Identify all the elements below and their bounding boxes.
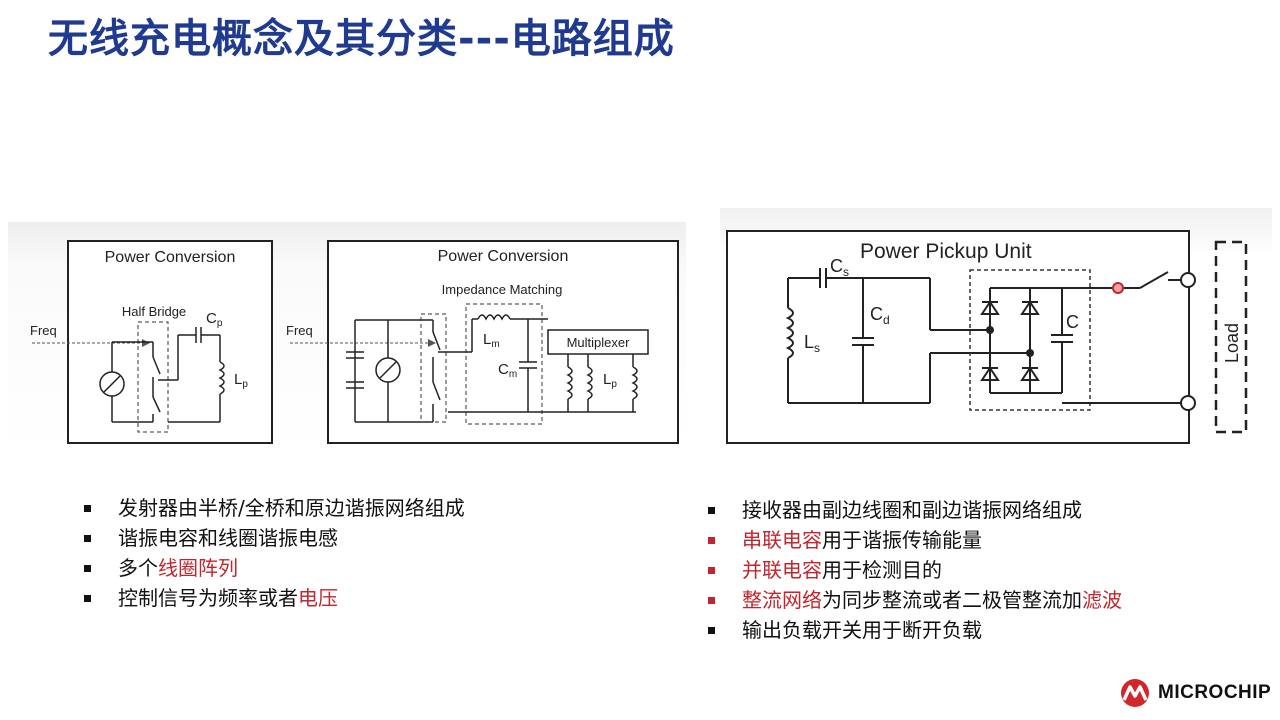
receiver-circuit-svg: Power Pickup Unit Ls Cs Cd xyxy=(726,230,1248,444)
impedance-matching-label: Impedance Matching xyxy=(442,282,563,297)
impedance-matching-box xyxy=(465,303,543,425)
terminal-bottom xyxy=(1180,395,1196,411)
receiver-bullet-list: 接收器由副边线圈和副边谐振网络组成 串联电容用于谐振传输能量 并联电容用于检测目… xyxy=(708,495,1122,645)
bullet-square-icon xyxy=(84,535,91,542)
ls-label: Ls xyxy=(804,332,820,355)
diode-icon-3 xyxy=(980,366,1000,381)
microchip-logo: MICROCHIP xyxy=(1118,676,1271,710)
cd-label: Cd xyxy=(870,304,890,327)
list-item: 发射器由半桥/全桥和原边谐振网络组成 xyxy=(84,493,465,523)
power-pickup-unit-box xyxy=(726,230,1190,444)
slide-title: 无线充电概念及其分类---电路组成 xyxy=(48,16,675,62)
output-switch xyxy=(1139,271,1169,289)
half-bridge-box xyxy=(137,321,169,433)
bullet-square-icon xyxy=(708,627,715,634)
diode-icon-4 xyxy=(1020,366,1040,381)
multiplexer-block xyxy=(547,329,649,355)
highlight-text: 整流网络 xyxy=(742,588,822,612)
transmitter-circuit-svg: Power Conversion Half Bridge Freq Cp Lp xyxy=(30,240,679,444)
list-item: 整流网络为同步整流或者二极管整流加滤波 xyxy=(708,585,1122,615)
inductor-icon-1 xyxy=(218,361,225,395)
highlight-text: 串联电容 xyxy=(742,528,822,552)
load-label: Load xyxy=(1222,323,1242,363)
cursor-dot-icon xyxy=(1112,282,1124,294)
list-item: 控制信号为频率或者电压 xyxy=(84,583,465,613)
rectifier-box xyxy=(969,269,1091,411)
bullet-square-icon xyxy=(84,595,91,602)
half-bridge-label: Half Bridge xyxy=(122,304,186,319)
transmitter-bullet-list: 发射器由半桥/全桥和原边谐振网络组成 谐振电容和线圈谐振电感 多个线圈阵列 控制… xyxy=(84,493,465,613)
lp-label-1: Lp xyxy=(234,371,248,390)
bullet-square-icon xyxy=(84,565,91,572)
power-pickup-unit-title: Power Pickup Unit xyxy=(860,240,1032,263)
load-box xyxy=(1214,240,1248,434)
list-item: 多个线圈阵列 xyxy=(84,553,465,583)
receiver-diagram: Power Pickup Unit Ls Cs Cd xyxy=(720,208,1272,450)
bullet-square-icon xyxy=(708,507,715,514)
bullet-square-icon xyxy=(84,505,91,512)
panel1-title: Power Conversion xyxy=(105,249,236,266)
list-item: 接收器由副边线圈和副边谐振网络组成 xyxy=(708,495,1122,525)
diode-icon-1 xyxy=(980,300,1000,315)
bullet-square-icon xyxy=(708,567,715,574)
multiplexer-label: Multiplexer xyxy=(567,335,631,350)
receiver-inductor-icon xyxy=(785,307,794,359)
cs-label: Cs xyxy=(830,256,849,279)
cm-label: Cm xyxy=(498,361,517,380)
power-conversion-box-1 xyxy=(67,240,273,444)
list-item: 输出负载开关用于断开负载 xyxy=(708,615,1122,645)
list-item: 串联电容用于谐振传输能量 xyxy=(708,525,1122,555)
list-item: 并联电容用于检测目的 xyxy=(708,555,1122,585)
highlight-text: 线圈阵列 xyxy=(158,556,238,580)
list-item: 谐振电容和线圈谐振电感 xyxy=(84,523,465,553)
microchip-logo-icon xyxy=(1121,679,1149,707)
bullet-square-icon xyxy=(708,537,715,544)
diode-icon-2 xyxy=(1020,300,1040,315)
highlight-text: 滤波 xyxy=(1082,588,1122,612)
cp-label: Cp xyxy=(206,310,223,329)
freq-label-2: Freq xyxy=(286,323,313,338)
c-label: C xyxy=(1066,312,1079,332)
terminal-top xyxy=(1180,272,1196,288)
lp-label-2: Lp xyxy=(603,371,617,390)
highlight-text: 并联电容 xyxy=(742,558,822,582)
panel2-title: Power Conversion xyxy=(438,248,569,265)
highlight-text: 电压 xyxy=(298,586,338,610)
freq-label-1: Freq xyxy=(30,323,57,338)
lm-label: Lm xyxy=(483,331,500,350)
logo-text: MICROCHIP xyxy=(1158,682,1272,703)
transmitter-diagram: Power Conversion Half Bridge Freq Cp Lp xyxy=(8,222,686,450)
bullet-square-icon xyxy=(708,597,715,604)
